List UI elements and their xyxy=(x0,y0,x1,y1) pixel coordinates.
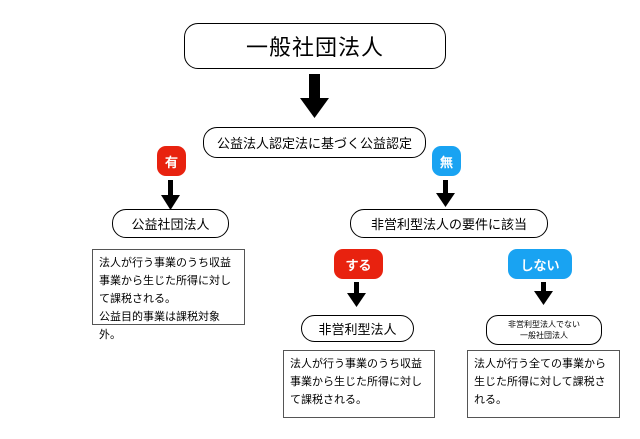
public-interest-certification-box: 公益法人認定法に基づく公益認定 xyxy=(203,127,426,158)
doesnt-badge: しない xyxy=(508,249,572,279)
arrow-doesnt-to-not-nonprofit xyxy=(534,282,553,305)
arrow-yes-to-public xyxy=(161,180,180,210)
yes-badge: 有 xyxy=(157,146,186,176)
public-corp-tax-note: 法人が行う事業のうち収益 事業から生じた所得に対し て課税される。 公益目的事業… xyxy=(92,249,245,341)
nonprofit-requirement-box: 非営利型法人の要件に該当 xyxy=(350,209,548,238)
arrow-does-to-nonprofit xyxy=(347,282,366,307)
arrow-no-to-question2 xyxy=(436,180,455,207)
does-badge: する xyxy=(334,249,383,279)
not-nonprofit-tax-note: 法人が行う全ての事業から 生じた所得に対して課税さ れる。 xyxy=(467,350,620,418)
arrow-title-to-question xyxy=(300,74,329,118)
nonprofit-corp-box: 非営利型法人 xyxy=(301,315,414,342)
not-nonprofit-corp-box: 非営利型法人でない 一般社団法人 xyxy=(486,315,602,345)
public-incorporated-association-box: 公益社団法人 xyxy=(112,209,229,238)
no-badge: 無 xyxy=(432,146,461,176)
nonprofit-corp-tax-note: 法人が行う事業のうち収益 事業から生じた所得に対し て課税される。 xyxy=(283,350,435,418)
general-incorporated-association-box: 一般社団法人 xyxy=(184,23,446,69)
